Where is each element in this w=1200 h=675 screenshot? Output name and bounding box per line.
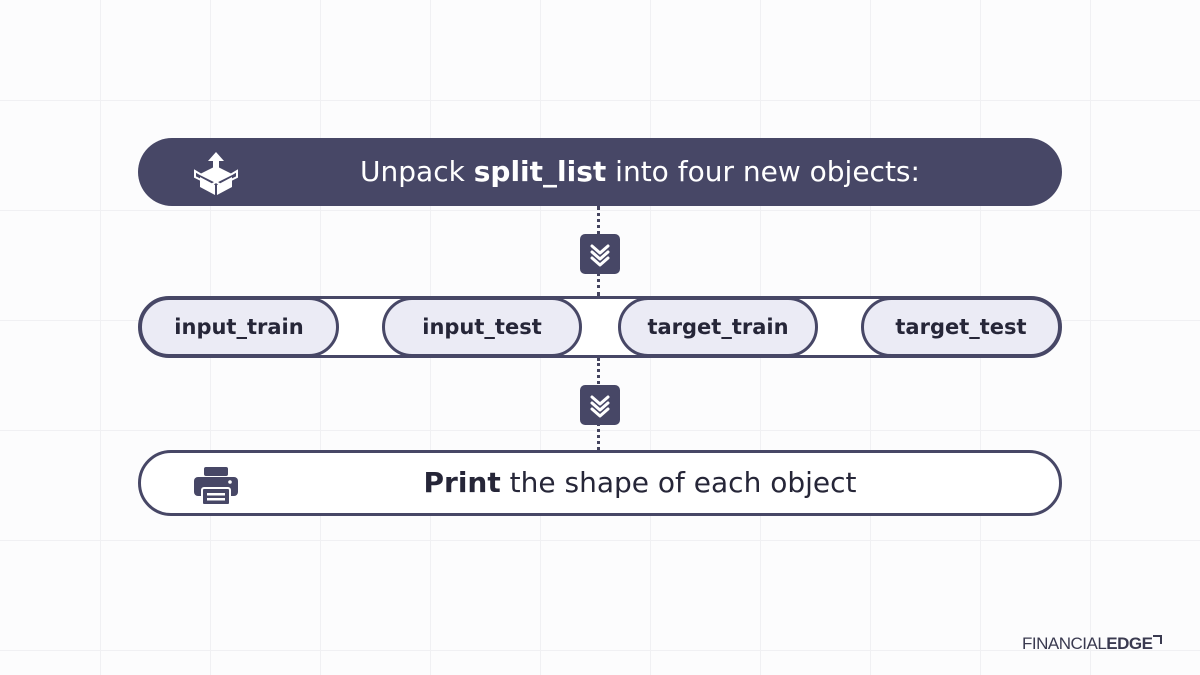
object-pill: input_test: [382, 297, 582, 357]
chevron-double-down-icon: [580, 234, 620, 274]
unpack-step-text: Unpack split_list into four new objects:: [360, 155, 920, 188]
printer-icon: [194, 467, 238, 506]
object-pill: input_train: [139, 297, 339, 357]
object-pill: target_train: [618, 297, 818, 357]
brand-logo: FINANCIALEDGE: [1022, 634, 1163, 654]
unbox-upload-icon: [194, 152, 238, 195]
unpack-step: Unpack split_list into four new objects:: [138, 138, 1062, 206]
chevron-double-down-icon: [580, 385, 620, 425]
brand-corner-mark: [1153, 635, 1163, 644]
object-pill: target_test: [861, 297, 1061, 357]
print-step: Print the shape of each object: [138, 450, 1062, 516]
print-step-text: Print the shape of each object: [423, 466, 857, 499]
